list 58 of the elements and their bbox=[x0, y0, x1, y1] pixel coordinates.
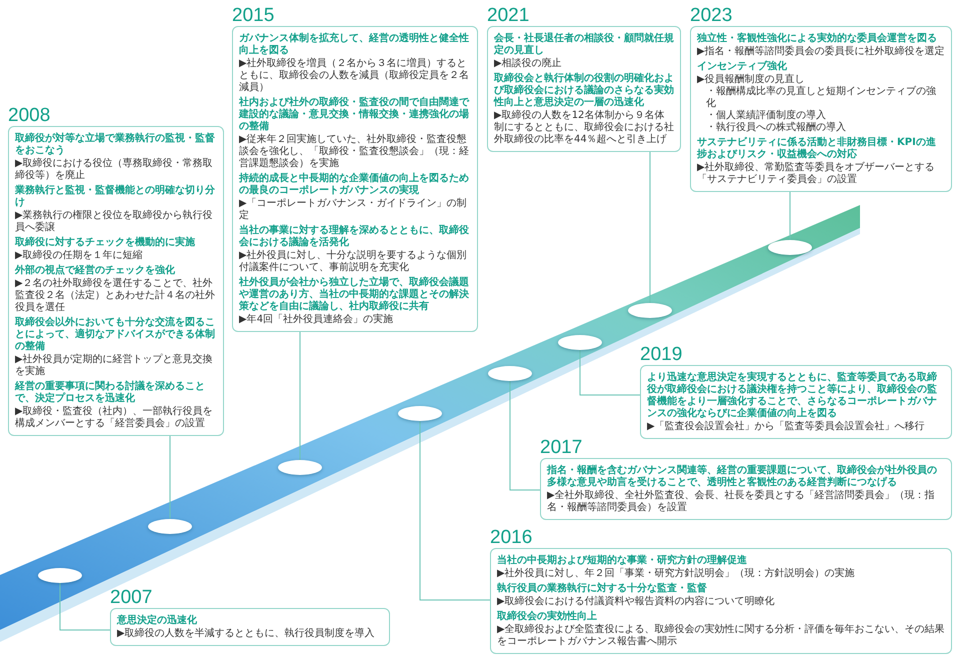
year-label: 2019 bbox=[640, 345, 682, 365]
section-heading: 独立性・客観性強化による実効的な委員会運営を図る bbox=[697, 33, 938, 45]
section-heading: 社内および社外の取締役・監査役の間で自由闊達で建設的な議論・意見交換・情報交換・連携強化の場の整備 bbox=[239, 97, 470, 133]
section-heading: 外部の視点で経営のチェックを強化 bbox=[15, 265, 176, 277]
connector-line bbox=[60, 582, 110, 630]
bullet-text: ▶取締役会における付議資料や報告資料の内容について明瞭化 bbox=[497, 596, 776, 608]
bullet-text: ▶社外取締役、常勤監査等委員をオブザーバーとする「サステナビリティ委員会」の設置 bbox=[697, 162, 936, 186]
bullet-text: ▶全取締役および全監査役による、取締役会の実効性に関する分析・評価を毎年おこない、その結果をコーポレートガバナンス報告書へ開示 bbox=[497, 624, 945, 648]
section-heading: 意思決定の迅速化 bbox=[117, 615, 198, 627]
year-label: 2021 bbox=[487, 6, 530, 26]
bullet-text: ▶社外取締役を増員（２名から３名に増員）するとともに、取締役会の人数を減員（取締役定員を２名減員） bbox=[239, 58, 470, 94]
bullet-text: ▶取締役の人数を半減するとともに、執行役員制度を導入 bbox=[117, 628, 376, 640]
year-label: 2016 bbox=[490, 528, 532, 548]
bullet-text: ▶社外役員が定期的に経営トップと意見交換を実施 bbox=[15, 354, 214, 378]
bullet-text: ▶取締役の任期を１年に短縮 bbox=[15, 250, 144, 262]
bullet-text: ▶取締役における役位（専務取締役・常務取締役等）を廃止 bbox=[15, 158, 214, 182]
section-heading: 取締役会の実効性向上 bbox=[497, 611, 598, 623]
section-heading: 社外役員が会社から独立した立場で、取締役会議題や運営のあり方、当社の中長期的な課題とその解決策などを自由に議論し、社内取締役に共有 bbox=[239, 277, 470, 313]
section-heading: 業務執行と監視・監督機能との明確な切り分け bbox=[15, 185, 216, 209]
bullet-text: ▶「コーポレートガバナンス・ガイドライン」の制定 bbox=[239, 198, 468, 222]
bullet-text: ▶取締役・監査役（社内）、一部執行役員を構成メンバーとする「経営委員会」の設置 bbox=[15, 406, 214, 430]
section-heading: インセンティブ強化 bbox=[697, 61, 788, 73]
year-label: 2008 bbox=[8, 106, 50, 126]
section-heading: 取締役に対するチェックを機動的に実施 bbox=[15, 237, 196, 249]
section-heading: サステナビリティに係る活動と非財務目標・KPIの進捗およびリスク・収益機会への対応 bbox=[697, 137, 937, 161]
sub-bullet-text: ・執行役員への株式報酬の導入 bbox=[705, 122, 847, 134]
bullet-text: ▶取締役の人数を12名体制から９名体制にするとともに、取締役会における社外取締役の比率を44％超へと引き上げ bbox=[494, 110, 674, 146]
bullet-text: ▶指名・報酬等諮問委員会の委員長に社外取締役を選定 bbox=[697, 46, 945, 58]
section-heading: 取締役会と執行体制の役割の明確化および取締役会における議論のさらなる実効性向上と意思決定の一層の迅速化 bbox=[494, 73, 674, 109]
section-heading: 経営の重要事項に関わる討議を深めることで、決定プロセスを迅速化 bbox=[15, 381, 206, 405]
section-heading: 当社の中長期および短期的な事業・研究方針の理解促進 bbox=[497, 555, 748, 567]
connector-line bbox=[510, 380, 540, 490]
bullet-text: ▶「監査役会設置会社」から「監査等委員会設置会社」へ移行 bbox=[647, 421, 926, 433]
section-heading: 取締役が対等な立場で業務執行の監視・監督をおこなう bbox=[15, 133, 216, 157]
bullet-text: ▶社外役員に対し、年２回「事業・研究方針説明会」（現：方針説明会）の実施 bbox=[497, 568, 856, 580]
sub-bullet-text: ・報酬構成比率の見直しと短期インセンティブの強化 bbox=[705, 86, 937, 110]
section-heading: 当社の事業に対する理解を深めるとともに、取締役会における議論を活発化 bbox=[239, 225, 470, 249]
year-label: 2017 bbox=[540, 438, 582, 458]
bullet-text: ▶年4回「社外役員連絡会」の実施 bbox=[239, 314, 394, 326]
bullet-text: ▶社外役員に対し、十分な説明を要するような個別付議案件について、事前説明を充実化 bbox=[239, 250, 468, 274]
year-label: 2015 bbox=[232, 6, 274, 26]
bullet-text: ▶２名の社外取締役を選任することで、社外監査役２名（法定）とあわせた計４名の社外役員を選任 bbox=[15, 278, 216, 314]
sub-bullet-text: ・個人業績評価制度の導入 bbox=[705, 110, 827, 122]
section-heading: 執行役員の業務執行に対する十分な監査・監督 bbox=[497, 583, 708, 595]
section-heading: ガバナンス体制を拡充して、経営の透明性と健全性向上を図る bbox=[239, 33, 470, 57]
section-heading: より迅速な意思決定を実現するとともに、監査等委員である取締役が取締役会における議決権を持つこと等により、取締役会の監督機能をより一層強化することで、さらなるコーポレートガバナンスの強化ならびに企業価値の向上を図る bbox=[647, 372, 938, 420]
section-heading: 取締役会以外においても十分な交流を図ることによって、適切なアドバイスができる体制の整備 bbox=[15, 317, 216, 353]
connector-line bbox=[580, 349, 640, 396]
bullet-text: ▶業務執行の権限と役位を取締役から執行役員へ委譲 bbox=[15, 210, 214, 234]
year-label: 2007 bbox=[110, 588, 152, 608]
bullet-text: ▶役員報酬制度の見直し bbox=[697, 74, 806, 86]
bullet-text: ▶従来年２回実施していた、社外取締役・監査役懇談会を強化し、「取締役・監査役懇談会」（現：経営課題懇談会）を実施 bbox=[239, 134, 470, 170]
bullet-text: ▶全社外取締役、全社外監査役、会長、社長を委員とする「経営諮問委員会」（現：指名・報酬等諮問委員会）を設置 bbox=[547, 490, 936, 514]
bullet-text: ▶相談役の廃止 bbox=[494, 58, 563, 70]
section-heading: 会長・社長退任者の相談役・顧問就任規定の見直し bbox=[494, 33, 674, 57]
year-label: 2023 bbox=[690, 6, 732, 26]
section-heading: 指名・報酬を含むガバナンス関連等、経営の重要課題について、取締役会が社外役員の多様な意見や助言を受けることで、透明性と客観性のある経営判断につなげる bbox=[547, 465, 938, 489]
section-heading: 持続的成長と中長期的な企業価値の向上を図るための最良のコーポレートガバナンスの実現 bbox=[239, 173, 470, 197]
